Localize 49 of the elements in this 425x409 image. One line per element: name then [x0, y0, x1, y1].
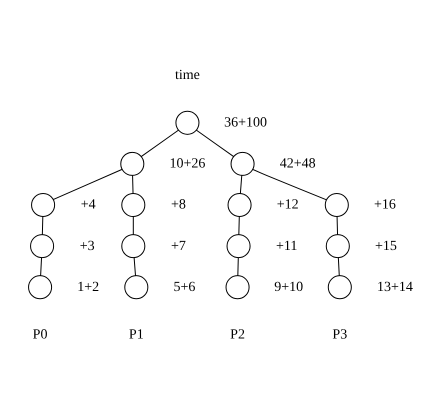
node-label: +16	[373, 196, 396, 212]
node-label: 9+10	[274, 278, 303, 294]
connector	[52, 168, 122, 200]
label: P0	[32, 326, 47, 342]
connector	[133, 256, 136, 276]
node-label: +15	[374, 237, 396, 254]
node-circle	[174, 110, 199, 134]
connector	[40, 256, 42, 276]
node-circle	[124, 274, 148, 299]
node-circle	[230, 151, 254, 176]
node-label: +4	[80, 196, 96, 212]
connector	[239, 174, 242, 194]
node-circle	[30, 234, 54, 258]
node-label: 10+26	[168, 155, 205, 172]
node-label: 42+48	[279, 155, 316, 172]
node-label: 36+100	[224, 114, 267, 130]
label: P3	[332, 326, 347, 342]
connector	[236, 256, 238, 276]
node-circle	[327, 274, 352, 299]
node-circle	[28, 274, 52, 299]
node-circle	[227, 192, 252, 217]
node-label: +3	[79, 237, 94, 254]
node-circle	[120, 234, 145, 258]
node-circle	[225, 274, 250, 299]
label: time	[174, 66, 200, 82]
node-circle	[226, 234, 250, 258]
label: P2	[230, 326, 244, 342]
node-label: +7	[170, 237, 186, 254]
connector	[140, 129, 178, 157]
connector	[336, 216, 338, 234]
connector	[196, 129, 234, 157]
node-circle	[30, 192, 55, 217]
node-label: 5+6	[172, 278, 195, 294]
connector	[337, 256, 340, 276]
connector	[41, 216, 43, 234]
label: P1	[128, 326, 144, 342]
node-circle	[324, 192, 348, 217]
node-circle	[120, 151, 144, 176]
node-label: +12	[276, 196, 298, 212]
node-circle	[120, 192, 145, 217]
connector	[238, 216, 240, 234]
node-label: +8	[170, 196, 186, 212]
node-circle	[325, 234, 350, 258]
node-label: 1+2	[76, 278, 99, 294]
node-label: 13+14	[376, 278, 412, 294]
connector	[252, 168, 326, 200]
connector	[132, 216, 134, 234]
connector	[132, 174, 134, 194]
node-label: +11	[275, 237, 297, 254]
